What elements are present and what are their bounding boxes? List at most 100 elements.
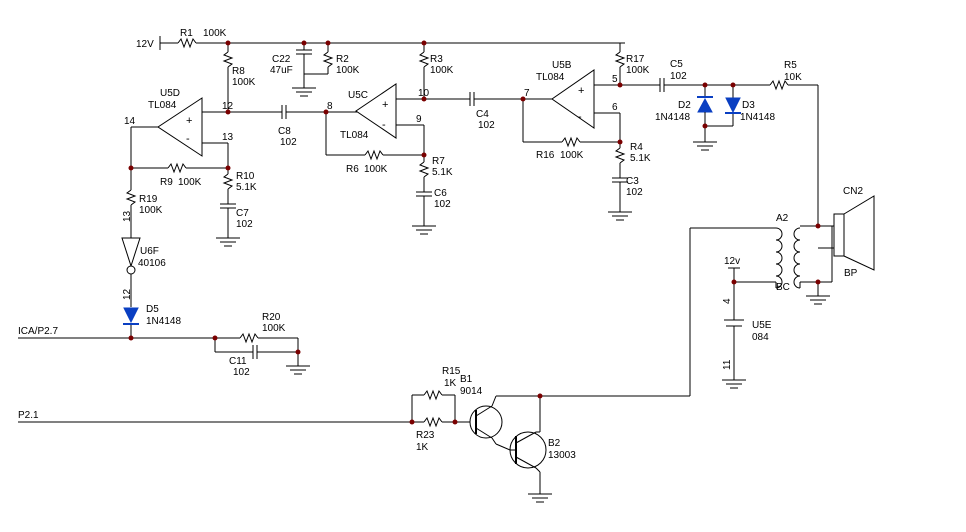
r2-ref: R2 <box>336 54 349 65</box>
r10-value: 5.1K <box>236 182 257 193</box>
r3-ref: R3 <box>430 54 443 65</box>
r16-ref: R16 <box>536 150 555 161</box>
r5-resistor <box>769 79 819 226</box>
r6-ref: R6 <box>346 164 359 175</box>
c22-r2-block <box>292 43 334 97</box>
b1-value: 9014 <box>460 386 483 397</box>
r1-value: 100K <box>203 28 227 39</box>
r23-value: 1K <box>416 442 429 453</box>
r19-ref: R19 <box>139 194 158 205</box>
r23-ref: R23 <box>416 430 435 441</box>
d3-ref: D3 <box>742 100 755 111</box>
c3-ref: C3 <box>626 176 639 187</box>
r5-ref: R5 <box>784 60 797 71</box>
u5c-pin-in: 8 <box>327 101 333 112</box>
d3-diode <box>705 85 741 127</box>
u5b-pin-fb: 6 <box>612 102 618 113</box>
r10-ref: R10 <box>236 171 255 182</box>
c7-value: 102 <box>236 219 253 230</box>
u5b-pin-in: 7 <box>524 88 530 99</box>
r19-value: 100K <box>139 205 163 216</box>
c5-capacitor <box>659 78 770 92</box>
u5b-opamp: + - <box>551 69 595 129</box>
r7-ref: R7 <box>432 156 445 167</box>
a2-transformer <box>690 225 830 305</box>
r6-resistor <box>326 149 424 161</box>
r17-resistor <box>614 43 626 85</box>
r15-value: 1K <box>444 378 457 389</box>
r10-c7-branch <box>216 168 240 247</box>
d3-value: 1N4148 <box>740 112 775 123</box>
c6-ref: C6 <box>434 188 447 199</box>
r19-resistor <box>125 189 137 238</box>
junction-dots <box>128 40 821 425</box>
r8-value: 100K <box>232 77 256 88</box>
c6-value: 102 <box>434 199 451 210</box>
c11-value: 102 <box>233 367 250 378</box>
d5-diode <box>123 307 139 338</box>
c5-ref: C5 <box>670 59 683 70</box>
r7-value: 5.1K <box>432 167 453 178</box>
r4-value: 5.1K <box>630 153 651 164</box>
d5-value: 1N4148 <box>146 316 181 327</box>
u5d-value: TL084 <box>148 100 177 111</box>
b2-transistor <box>495 396 552 503</box>
u5d-plus-sign: + <box>186 115 192 127</box>
u5e-ref: U5E <box>752 320 772 331</box>
r16-resistor <box>523 136 620 148</box>
u5b-pin-out: 5 <box>612 74 618 85</box>
c7-ref: C7 <box>236 208 249 219</box>
u5c-pin-fb: 9 <box>416 114 422 125</box>
u5e-pin-top: 4 <box>722 298 733 304</box>
u6f-value: 40106 <box>138 258 166 269</box>
r20-value: 100K <box>262 323 286 334</box>
cn2-ref: CN2 <box>843 186 863 197</box>
r17-ref: R17 <box>626 54 645 65</box>
b1-transistor <box>469 395 540 445</box>
c22-value: 47uF <box>270 65 293 76</box>
r9-resistor <box>131 162 228 174</box>
r7-c6-branch <box>412 155 436 235</box>
c4-ref: C4 <box>476 109 489 120</box>
r19-pin: 13 <box>122 210 133 222</box>
u5c-ref: U5C <box>348 90 368 101</box>
r15-ref: R15 <box>442 366 461 377</box>
c5-value: 102 <box>670 71 687 82</box>
u6f-ref: U6F <box>140 246 159 257</box>
c22-ref: C22 <box>272 54 291 65</box>
r9-ref: R9 <box>160 177 173 188</box>
u5b-minus-sign: - <box>578 111 582 123</box>
r2-value: 100K <box>336 65 360 76</box>
a2-ref: A2 <box>776 213 789 224</box>
u5c-plus-sign: + <box>382 99 388 111</box>
u5c-value: TL084 <box>340 130 369 141</box>
a2-value: BC <box>776 282 790 293</box>
u5b-value: TL084 <box>536 72 565 83</box>
r16-value: 100K <box>560 150 584 161</box>
d5-ref: D5 <box>146 304 159 315</box>
supply-12v-aux-label: 12v <box>724 256 740 267</box>
u5d-opamp: + - <box>157 97 203 157</box>
r9-value: 100K <box>178 177 202 188</box>
r17-value: 100K <box>626 65 650 76</box>
r8-ref: R8 <box>232 66 245 77</box>
c4-capacitor <box>469 92 560 106</box>
net-p21-label: P2.1 <box>18 410 39 421</box>
r4-ref: R4 <box>630 142 643 153</box>
supply-12v-label: 12V <box>136 39 154 50</box>
b2-value: 13003 <box>548 450 576 461</box>
b2-ref: B2 <box>548 438 561 449</box>
c4-value: 102 <box>478 120 495 131</box>
cn2-value: BP <box>844 268 858 279</box>
cn2-speaker <box>818 195 875 283</box>
u5b-ref: U5B <box>552 60 572 71</box>
u5e-value: 084 <box>752 332 769 343</box>
u5d-ref: U5D <box>160 88 180 99</box>
u5c-pin-out: 10 <box>418 88 430 99</box>
u5d-minus-sign: - <box>186 133 190 145</box>
r1-ref: R1 <box>180 28 193 39</box>
d2-diode <box>693 85 717 151</box>
c3-value: 102 <box>626 187 643 198</box>
u5e-pin-bot: 11 <box>722 359 733 370</box>
